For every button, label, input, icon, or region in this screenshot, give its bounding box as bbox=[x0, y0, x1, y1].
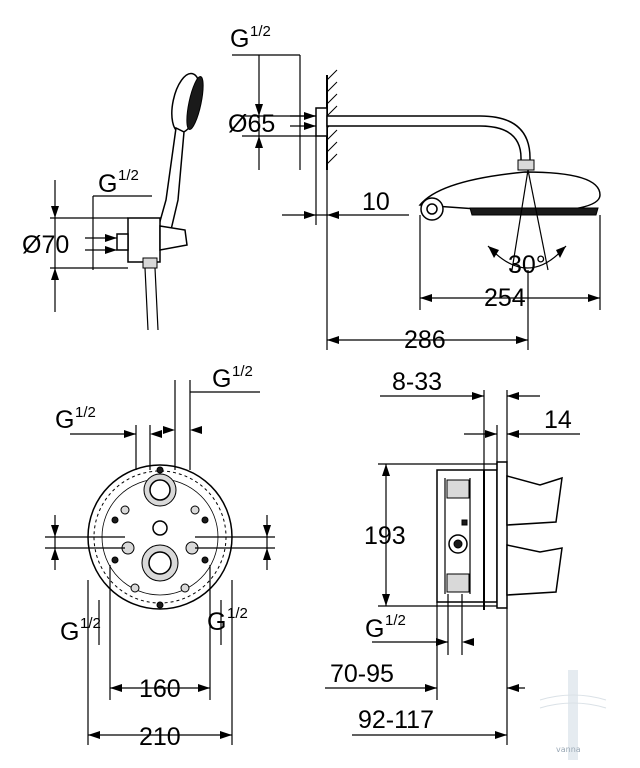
bottom-left-thread-fraction: 1/2 bbox=[80, 615, 101, 632]
angle-label: 30° bbox=[508, 251, 546, 279]
hand-thread-label: G bbox=[98, 170, 117, 198]
bottom-left-thread-label: G bbox=[60, 618, 79, 646]
watermark-logo bbox=[539, 670, 607, 760]
arm-thread-fraction: 1/2 bbox=[250, 23, 271, 40]
overhead-shower-view bbox=[232, 54, 601, 350]
dia-65-label: Ø65 bbox=[228, 110, 275, 138]
width-160-label: 160 bbox=[139, 675, 181, 703]
body-thread-label: G bbox=[365, 615, 384, 643]
projection-label: 286 bbox=[404, 326, 446, 354]
bottom-right-thread-label: G bbox=[207, 608, 226, 636]
depth-70-95-label: 70-95 bbox=[330, 660, 394, 688]
hand-thread-fraction: 1/2 bbox=[118, 167, 139, 184]
depth-92-117-label: 92-117 bbox=[358, 706, 434, 734]
top-right-thread-fraction: 1/2 bbox=[232, 363, 253, 380]
depth-8-33-label: 8-33 bbox=[392, 368, 442, 396]
bottom-right-thread-fraction: 1/2 bbox=[227, 605, 248, 622]
wall-gap-label: 10 bbox=[362, 188, 390, 216]
arm-thread-label: G bbox=[230, 25, 249, 53]
valve-front-view bbox=[45, 380, 275, 745]
valve-side-view bbox=[325, 390, 580, 745]
width-210-label: 210 bbox=[139, 723, 181, 751]
depth-14-label: 14 bbox=[544, 406, 572, 434]
watermark-text: vanna bbox=[556, 745, 581, 754]
dia-70-label: Ø70 bbox=[22, 231, 69, 259]
top-right-thread-label: G bbox=[212, 365, 231, 393]
top-left-thread-label: G bbox=[55, 406, 74, 434]
body-thread-fraction: 1/2 bbox=[385, 612, 406, 629]
height-193-label: 193 bbox=[364, 522, 406, 550]
top-left-thread-fraction: 1/2 bbox=[75, 404, 96, 421]
hand-shower-view bbox=[50, 72, 204, 331]
head-width-label: 254 bbox=[484, 284, 526, 312]
